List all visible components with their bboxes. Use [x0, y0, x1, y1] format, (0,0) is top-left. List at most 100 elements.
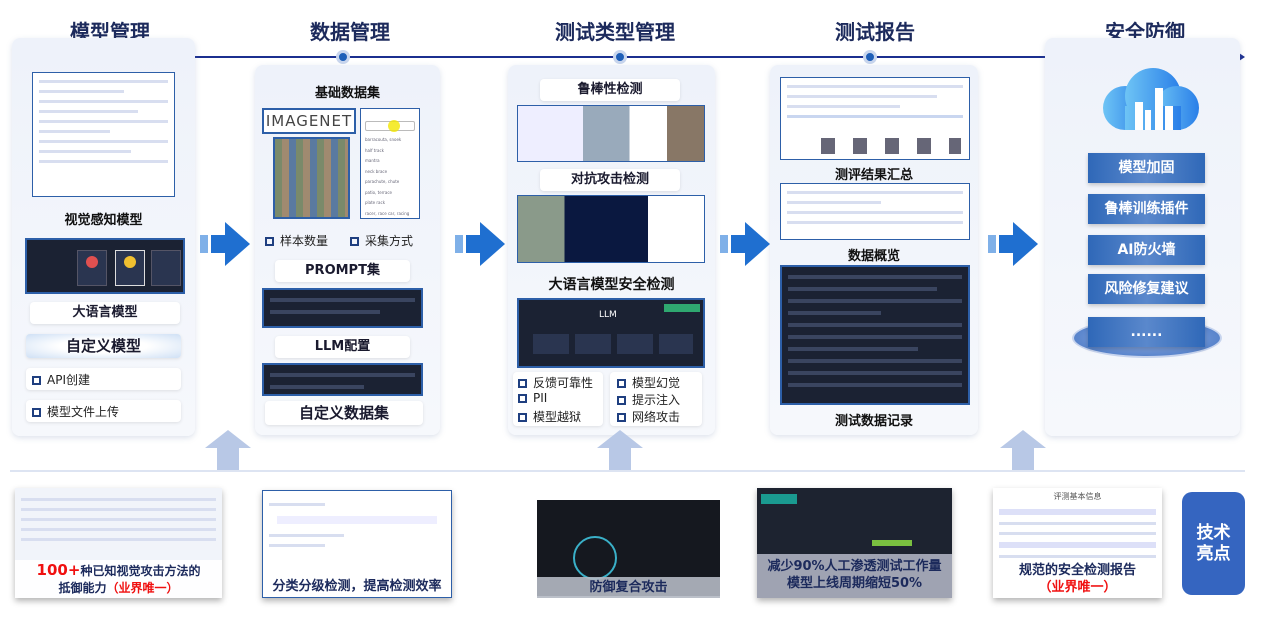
check-label: 模型幻觉: [632, 376, 681, 390]
timeline-arrow-icon: [1236, 51, 1245, 63]
highlight-card-classification: 分类分级检测，提高检测效率: [262, 490, 452, 598]
option-api-create[interactable]: API创建: [26, 368, 181, 390]
check-label: 采集方式: [365, 234, 414, 248]
llm-label: 大语言模型: [30, 302, 180, 324]
prompt-set-label: PROMPT集: [275, 260, 410, 282]
llm-config-screenshot: [262, 363, 423, 396]
stage-title-data: 数据管理: [310, 20, 390, 44]
arrow-right-icon: [200, 222, 250, 266]
adversarial-label: 对抗攻击检测: [540, 169, 680, 191]
option-label: API创建: [47, 373, 90, 387]
dropdown-option[interactable]: racer, race car, racing car: [365, 210, 410, 216]
visual-model-label: 视觉感知模型: [64, 213, 143, 228]
overview-screenshot: [780, 265, 970, 405]
stage-title-report: 测试报告: [835, 20, 915, 44]
check-jailbreak[interactable]: 模型越狱: [518, 408, 581, 425]
arrow-up-icon: [205, 430, 251, 470]
arrow-right-icon: [455, 222, 505, 266]
divider: [10, 470, 1245, 472]
check-sample-count[interactable]: 样本数量: [265, 232, 328, 249]
overview-label: 数据概览: [847, 249, 900, 264]
check-label: 反馈可靠性: [533, 376, 594, 390]
dropdown-option[interactable]: half track: [365, 147, 384, 153]
arrow-right-icon: [988, 222, 1038, 266]
check-feedback-reliability[interactable]: 反馈可靠性: [518, 374, 593, 391]
prompt-screenshot: [262, 288, 423, 328]
custom-dataset-label: 自定义数据集: [265, 401, 423, 425]
summary-label: 测评结果汇总: [834, 168, 913, 183]
adversarial-screenshot: [517, 195, 705, 263]
highlight-card-composite-attack: 防御复合攻击: [495, 490, 720, 598]
llm-tag: LLM: [599, 310, 617, 320]
llm-safety-screenshot: LLM: [517, 298, 705, 368]
highlight-text: 种已知视觉攻击方法的: [80, 564, 201, 578]
checkbox-icon: [32, 408, 41, 417]
industry-unique-tag: （业界唯一）: [1038, 580, 1117, 595]
defense-more[interactable]: ......: [1088, 317, 1205, 347]
checkbox-icon: [617, 379, 626, 388]
checkbox-icon: [518, 379, 527, 388]
defense-risk-fix[interactable]: 风险修复建议: [1088, 274, 1205, 304]
dropdown-option[interactable]: mantra: [365, 158, 380, 163]
llm-screenshot: [25, 238, 185, 294]
arrow-up-icon: [1000, 430, 1046, 470]
check-label: 提示注入: [632, 393, 681, 407]
robustness-label: 鲁棒性检测: [540, 79, 680, 101]
timeline-dot: [336, 50, 350, 64]
visual-model-screenshot: [32, 72, 175, 197]
timeline: [25, 56, 1240, 58]
defense-robust-training-plugin[interactable]: 鲁棒训练插件: [1088, 194, 1205, 224]
option-model-upload[interactable]: 模型文件上传: [26, 400, 181, 422]
checkbox-icon: [32, 376, 41, 385]
check-label: 模型越狱: [533, 410, 582, 424]
cloud-icon: [1103, 68, 1199, 130]
highlight-caption: 减少90%人工渗透测试工作量: [767, 559, 942, 574]
check-prompt-injection[interactable]: 提示注入: [617, 391, 680, 408]
timeline-dot: [863, 50, 877, 64]
dropdown-option[interactable]: parachute, chute: [365, 179, 400, 184]
check-label: PII: [533, 391, 548, 405]
llm-safety-label: 大语言模型安全检测: [548, 277, 675, 293]
checkbox-icon: [518, 394, 527, 403]
imagenet-logo: IMAGENET: [262, 108, 356, 134]
highlight-caption: 规范的安全检测报告: [1018, 563, 1136, 578]
check-collection-method[interactable]: 采集方式: [350, 232, 413, 249]
custom-model-label: 自定义模型: [26, 334, 181, 358]
report-screenshot: [780, 77, 970, 160]
dropdown-option[interactable]: patio, terrace: [365, 189, 393, 195]
arrow-right-icon: [720, 222, 770, 266]
check-label: 样本数量: [280, 234, 329, 248]
option-label: 模型文件上传: [47, 405, 120, 419]
checkbox-icon: [350, 237, 359, 246]
report-title: 评测基本信息: [1053, 492, 1102, 501]
industry-unique-tag: （业界唯一）: [106, 581, 179, 595]
checkbox-icon: [617, 396, 626, 405]
stage-title-test-types: 测试类型管理: [555, 20, 675, 44]
highlight-caption: 模型上线周期缩短50%: [786, 576, 923, 591]
highlight-card-report: 评测基本信息 规范的安全检测报告 （业界唯一）: [993, 488, 1162, 598]
dropdown-option[interactable]: plate rack: [365, 200, 386, 205]
highlight-card-visual-attacks: 100+种已知视觉攻击方法的抵御能力（业界唯一）: [15, 488, 222, 598]
check-hallucination[interactable]: 模型幻觉: [617, 374, 680, 391]
tech-highlights-badge: 技术亮点: [1182, 492, 1245, 595]
highlight-number: 100+: [36, 561, 81, 579]
robustness-screenshot: [517, 105, 705, 162]
check-network-attack[interactable]: 网络攻击: [617, 408, 680, 425]
highlight-caption: 防御复合攻击: [537, 577, 720, 598]
check-pii[interactable]: PII: [518, 391, 547, 405]
checkbox-icon: [518, 413, 527, 422]
records-label: 测试数据记录: [834, 414, 913, 429]
arrow-up-icon: [597, 430, 643, 470]
dropdown-option[interactable]: neck brace: [365, 168, 388, 174]
check-label: 网络攻击: [632, 410, 681, 424]
cursor-highlight: [388, 120, 400, 132]
checkbox-icon: [617, 413, 626, 422]
llm-config-label: LLM配置: [275, 336, 410, 358]
llm-checks-left: [513, 372, 603, 426]
defense-model-hardening[interactable]: 模型加固: [1088, 153, 1205, 183]
checkbox-icon: [265, 237, 274, 246]
dropdown-option[interactable]: barracouta, snoek: [365, 137, 402, 142]
defense-ai-firewall[interactable]: AI防火墙: [1088, 235, 1205, 265]
highlight-card-pentest: 减少90%人工渗透测试工作量模型上线周期缩短50%: [757, 488, 952, 598]
highlight-text: 抵御能力: [58, 581, 107, 595]
